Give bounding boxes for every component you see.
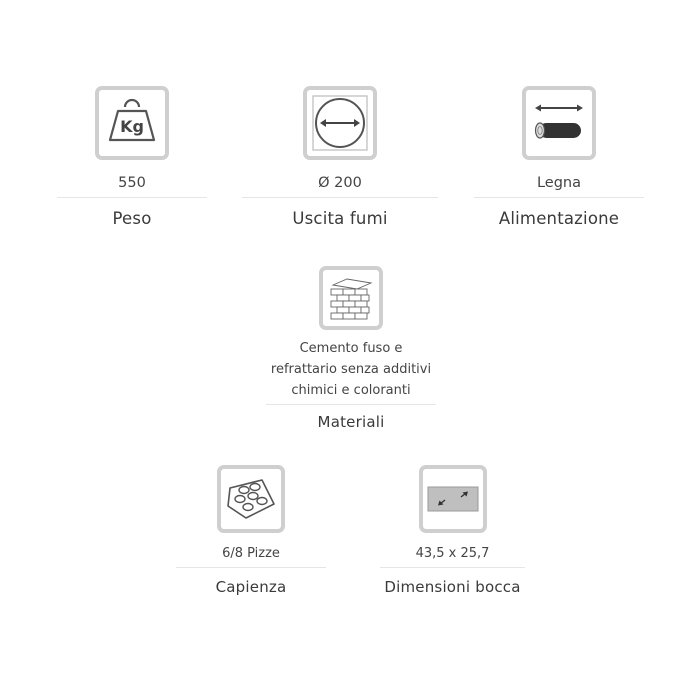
peso-label: Peso [112,209,152,228]
uscita-fumi-value: Ø 200 [318,175,362,191]
dimensioni-bocca-divider [380,567,525,568]
oven-mouth-dimensions-icon [418,465,487,533]
materiali-divider [266,404,436,405]
spec-alimentazione: Legna Alimentazione [474,86,644,228]
materiali-label: Materiali [317,413,385,431]
spec-capienza: 6/8 Pizze Capienza [176,465,326,596]
pizza-capacity-icon [217,465,285,533]
dimensioni-bocca-value: 43,5 x 25,7 [415,546,490,561]
wood-log-icon [522,86,596,160]
capienza-label: Capienza [215,578,287,596]
materiali-value-line-3: chimici e coloranti [291,383,411,398]
spec-peso: Kg 550 Peso [57,86,207,228]
dimensioni-bocca-label: Dimensioni bocca [384,578,521,596]
diameter-icon [303,86,377,160]
uscita-fumi-label: Uscita fumi [292,209,388,228]
capienza-divider [176,567,326,568]
materiali-value-line-1: Cemento fuso e [299,341,403,356]
spec-dimensioni-bocca: 43,5 x 25,7 Dimensioni bocca [380,465,525,596]
materiali-value: Cemento fuso e refrattario senza additiv… [271,338,431,401]
alimentazione-value: Legna [536,175,582,191]
alimentazione-divider [474,197,644,198]
uscita-fumi-divider [242,197,438,198]
peso-value: 550 [118,175,146,191]
capienza-value: 6/8 Pizze [222,546,280,561]
kg-icon-text: Kg [120,117,144,136]
kg-weight-icon: Kg [95,86,169,160]
spec-materiali: Cemento fuso e refrattario senza additiv… [266,266,436,431]
materiali-value-line-2: refrattario senza additivi [270,362,432,377]
peso-divider [57,197,207,198]
brick-wall-icon [319,266,383,330]
alimentazione-label: Alimentazione [498,209,620,228]
spec-uscita-fumi: Ø 200 Uscita fumi [242,86,438,228]
